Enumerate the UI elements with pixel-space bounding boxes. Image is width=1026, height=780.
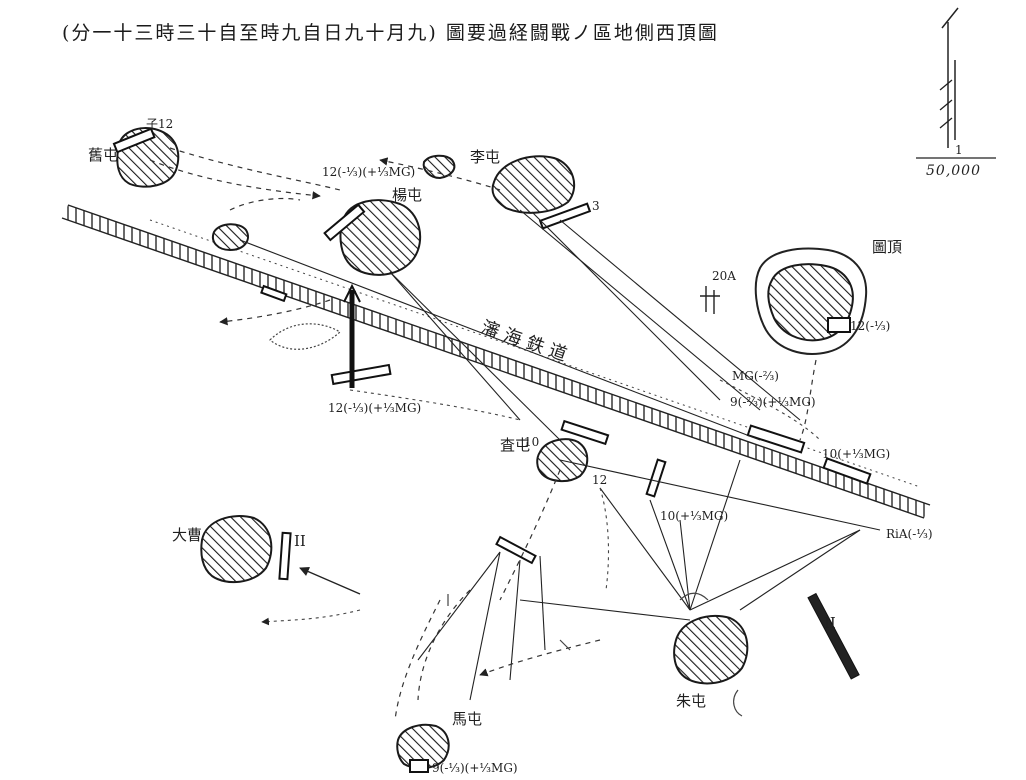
unit-label-right-10: 10(+⅓MG) [822,447,890,461]
village-north-east [491,155,576,214]
unit-symbol-north [323,203,366,242]
scale-bar: 1 [916,7,996,159]
unit-label-mg-mid: MG(-⅔) [732,369,779,383]
unit-label-roman-ii-east: II [824,614,836,632]
scale-denominator: 50,000 [926,163,981,179]
unit-symbol-south-center [495,535,537,565]
unit-symbol-li [538,202,592,230]
unit-symbol-mid-left [330,363,392,386]
village-southeast [673,615,749,685]
unit-label-center-12: 12 [592,473,607,487]
unit-label-mid-10: 10(+⅓MG) [660,509,728,523]
unit-label-south: 9(-⅓)(+⅓MG) [432,761,518,775]
village-label-east: 圖頂 [872,238,902,256]
fire-lines [239,209,881,701]
village-label-south: 馬屯 [452,710,482,728]
unit-symbol-rail-east [746,424,806,454]
unit-symbol-east [827,317,851,333]
unit-label-east: 12(-⅓) [850,319,890,333]
unit-label-li: 3 [592,199,600,213]
unit-label-top-left: 子12 [146,117,173,131]
svg-text:1: 1 [955,143,963,157]
advance-arrow-west [299,567,361,595]
village-small-west [212,223,249,252]
unit-symbol-south [409,759,429,773]
village-label-nw: 舊屯 [88,146,118,164]
unit-symbol-roman-ii-east [807,592,860,680]
village-label-north-center: 楊屯 [392,186,422,204]
unit-symbol-center [560,419,610,446]
unit-label-mid-12-left: 12(-⅓)(+⅓MG) [328,401,421,415]
battalion-marker [343,283,361,388]
railway-track [61,204,931,519]
unit-label-20a: 20A [712,269,736,283]
unit-symbol-center-east [645,458,667,498]
village-east [754,247,868,355]
unit-symbol-roman-ii-west [278,531,292,581]
village-label-north-east: 李屯 [470,148,500,166]
unit-label-ria: RiA(-⅓) [886,527,933,541]
village-label-west: 大曹 [172,526,202,544]
unit-label-center-10: 10 [524,435,539,449]
village-south [396,723,450,770]
village-west [200,515,273,584]
unit-symbol-rail-far-east [822,457,872,485]
village-label-center: 査屯 [500,436,530,454]
terrain-scribbles [269,286,743,717]
unit-symbol-rail-west [260,284,288,303]
village-north-center [339,199,422,276]
movement-routes [149,147,821,721]
village-label-southeast: 朱屯 [676,692,706,710]
unit-label-mg-north: 12(-⅓)(+⅓MG) [322,165,415,179]
village-small-north [422,154,456,180]
unit-label-mid-9: 9(-⅔)(+⅓MG) [730,395,816,409]
map-title: (分一十三時三十自至時九自日九十月九) 圖要過経闘戰ノ區地側西頂圖 [62,22,719,44]
unit-symbol-nw [112,127,156,154]
unit-label-roman-ii-west: II [294,532,306,550]
